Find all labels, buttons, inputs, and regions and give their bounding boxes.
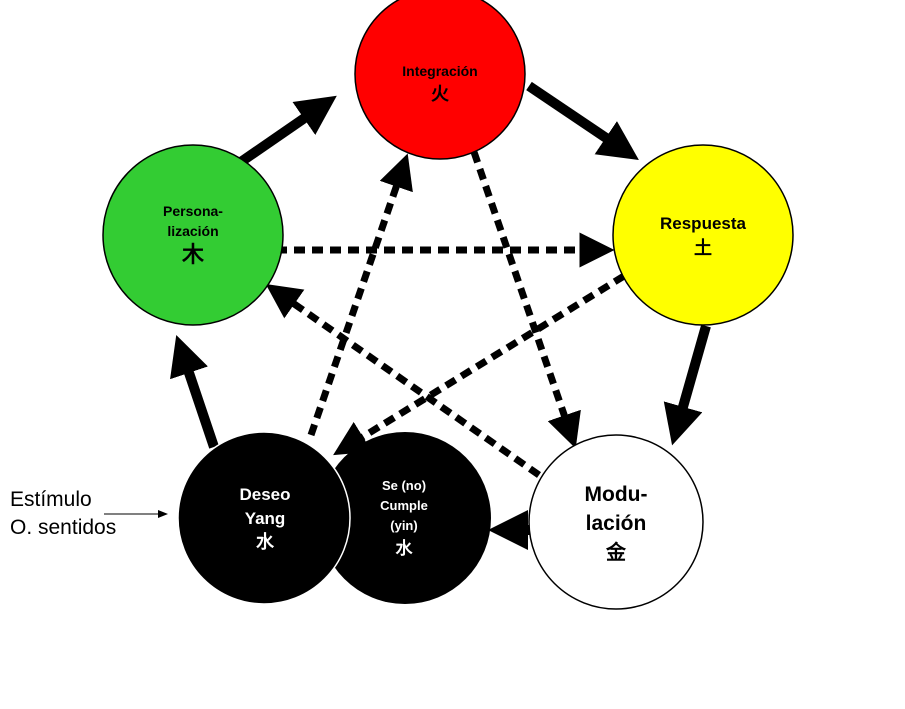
input-label-2: O. sentidos bbox=[10, 516, 116, 539]
char-integracion: 火 bbox=[431, 84, 450, 105]
arrow-respuesta-to-deseo bbox=[333, 273, 626, 456]
circle-respuesta bbox=[612, 144, 794, 326]
label-deseo-1: Deseo bbox=[239, 485, 290, 504]
circle-personalizacion bbox=[102, 144, 284, 326]
label-cumple-2: Cumple bbox=[380, 498, 428, 513]
label-modulacion-2: lación bbox=[586, 512, 647, 535]
arrow-integracion-to-respuesta bbox=[526, 81, 639, 161]
arrow-integracion-to-modulacion bbox=[470, 150, 581, 449]
label-deseo-2: Yang bbox=[245, 509, 286, 528]
arrow-respuesta-to-modulacion bbox=[663, 324, 711, 446]
label-personalizacion-1: Persona- bbox=[163, 203, 223, 219]
char-cumple: 水 bbox=[396, 538, 414, 559]
circle-cumple bbox=[319, 432, 491, 604]
label-cumple-1: Se (no) bbox=[382, 478, 426, 493]
label-modulacion-1: Modu- bbox=[585, 483, 648, 506]
circle-integracion bbox=[354, 0, 526, 160]
label-respuesta: Respuesta bbox=[660, 214, 747, 233]
circle-modulacion bbox=[528, 434, 704, 610]
input-label-1: Estímulo bbox=[10, 488, 92, 511]
arrow-deseo-to-personalizacion bbox=[170, 334, 219, 449]
input-arrowhead bbox=[158, 510, 168, 518]
label-personalizacion-2: lización bbox=[167, 223, 218, 239]
circle-deseo bbox=[177, 431, 351, 605]
char-deseo: 水 bbox=[256, 531, 275, 553]
label-integracion: Integración bbox=[402, 63, 477, 79]
arrow-deseo-to-integracion bbox=[307, 153, 413, 437]
char-personalizacion: 木 bbox=[181, 243, 205, 268]
char-modulacion: 金 bbox=[605, 540, 627, 564]
char-respuesta: 土 bbox=[694, 238, 712, 259]
controlling-arrows bbox=[265, 150, 626, 478]
label-cumple-3: (yin) bbox=[390, 518, 417, 533]
